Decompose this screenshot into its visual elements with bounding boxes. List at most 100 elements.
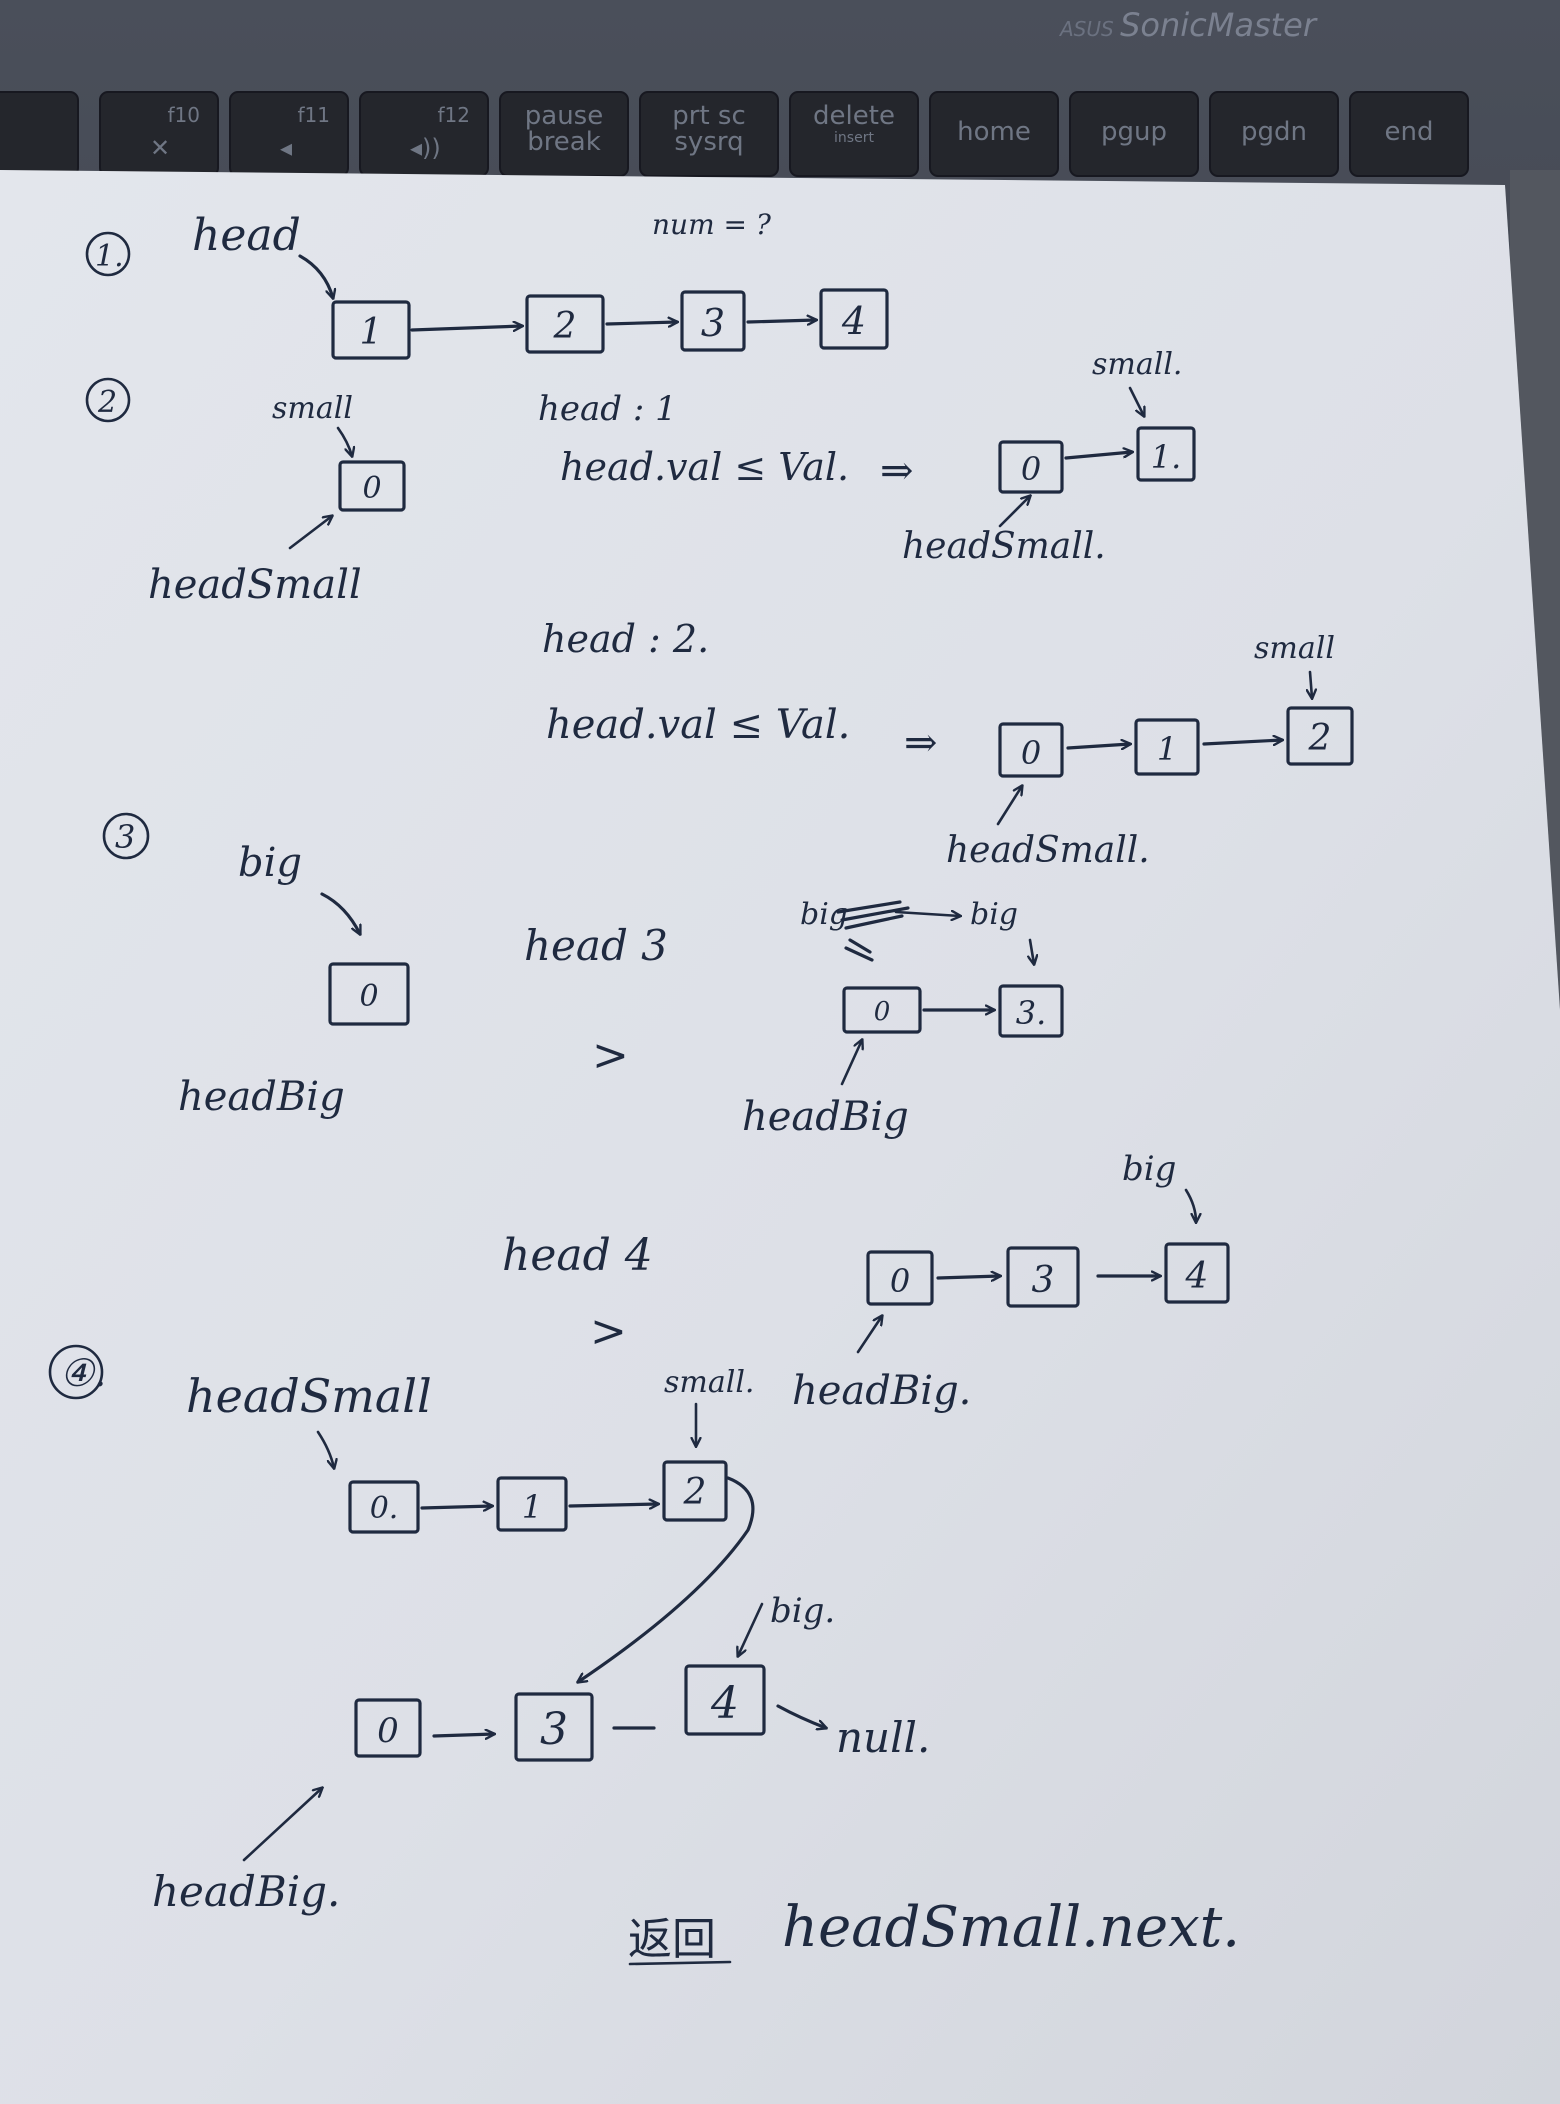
node-value: 3 [540,1704,568,1755]
node: 4 [1164,1242,1230,1304]
key-label: f12 [438,103,471,127]
headsmall-label: headSmall [148,562,362,608]
key-label: end [1385,117,1434,147]
step-1: 1. head num = ? 1 2 3 4 [85,208,889,360]
scribble-strikeout [836,900,910,962]
step-number: 2 [97,385,117,420]
null-label: null. [836,1713,930,1762]
node-value: 0 [874,997,891,1027]
key-label: break [527,127,601,157]
headbig-pointer-arrow [856,1316,882,1354]
key-label: delete [813,101,895,131]
num-label: num = ? [652,208,772,241]
next-arrow [432,1734,494,1736]
small-label: small [1254,631,1335,666]
headsmall-pointer-arrow [998,496,1030,528]
headbig-label: headBig [742,1094,909,1140]
keyboard-key [929,91,1059,177]
big-pointer-arrow [1030,938,1034,964]
headbig-pointer-arrow [242,1788,322,1862]
node: 1 [331,300,411,360]
laptop-brand: SonicMaster [1120,6,1318,44]
big-pointer-arrow [1184,1188,1196,1222]
headsmall-label: headSmall. [902,526,1106,567]
step-marker-circle [102,812,150,860]
headsmall-pointer-arrow [996,786,1022,826]
big-label: big [238,840,302,886]
node-value: 1 [522,1488,542,1526]
node: 0 [354,1698,422,1758]
node-value: 2 [1308,718,1332,759]
result-text: headSmall.next. [782,1895,1240,1960]
next-arrow [420,1506,492,1508]
node-value: 4 [1185,1256,1209,1297]
iteration-head-label: head 3 [524,921,668,970]
key-label: f11 [298,103,331,127]
next-arrow [776,1704,826,1728]
node-value: 0 [377,1711,399,1751]
node-value: 0 [1021,450,1041,488]
node: 3 [680,290,746,352]
node: 1 [496,1476,568,1532]
node-value: 0 [1021,734,1041,772]
big-moved-arrow [894,912,960,916]
iteration-head-label: head : 1 [538,389,677,429]
step-number: 3 [115,818,135,856]
key-label: pgup [1101,117,1167,147]
iteration-head-label: head 4 [502,1230,653,1281]
step-marker-circle [85,377,131,423]
big-pointer-arrow [738,1602,764,1656]
node-value: 2 [553,306,577,347]
node: 0 [842,986,922,1034]
node-value: 3 [1032,1260,1055,1301]
next-arrow [1064,452,1132,460]
step-marker-circle [48,1344,104,1400]
node-value: 3 [701,301,725,345]
node-value: 1. [1151,438,1182,476]
iteration-head-label: head : 2. [542,617,709,661]
head-pointer-arrow [298,254,333,298]
node: 0 [866,1250,934,1306]
volume-down-icon: ◂ [280,134,292,162]
key-label: pgdn [1241,117,1307,147]
next-arrow [568,1504,658,1506]
condition-label: head.val ≤ Val. [546,702,850,748]
next-arrow [410,326,522,330]
headsmall-label: headSmall. [946,830,1150,871]
node: 2 [525,294,605,354]
next-arrow [605,322,677,324]
node: 4 [684,1664,766,1736]
node: 0 [998,440,1064,494]
implies-arrow: ⇒ [904,720,938,766]
small-label: small. [1092,347,1182,382]
headbig-label: headBig. [152,1867,340,1916]
node: 2 [1286,706,1354,766]
paper-sheet [0,170,1560,2104]
key-label: prt sc [672,101,746,131]
big-old-label: big [800,897,848,932]
keyboard-key [1069,91,1199,177]
node-value: 3. [1016,994,1047,1032]
step-2: 2 small 0 headSmall head : 1 head.val ≤ … [85,347,1354,871]
node-value: 0 [359,979,378,1014]
keyboard-key [0,91,79,177]
big-new-label: big [970,897,1018,932]
node: 3. [998,984,1064,1038]
key-label: pause [525,101,603,131]
connect-small-to-big-arrow [578,1476,755,1682]
head-label: head [192,210,301,261]
step-number: ④. [60,1351,106,1395]
small-pointer-arrow [1128,386,1144,416]
node: 0 [998,722,1064,778]
comparison-sign: > [592,1030,629,1081]
small-pointer-arrow [1310,670,1312,698]
implies-arrow: ⇒ [880,448,914,494]
node-value: 0. [370,1491,399,1526]
node: 3 [1006,1246,1080,1308]
headsmall-pointer-arrow [316,1430,334,1468]
mute-icon: ✕ [150,134,170,162]
node-value: 2 [683,1472,707,1513]
key-label: home [957,117,1031,147]
next-arrow [746,320,816,322]
